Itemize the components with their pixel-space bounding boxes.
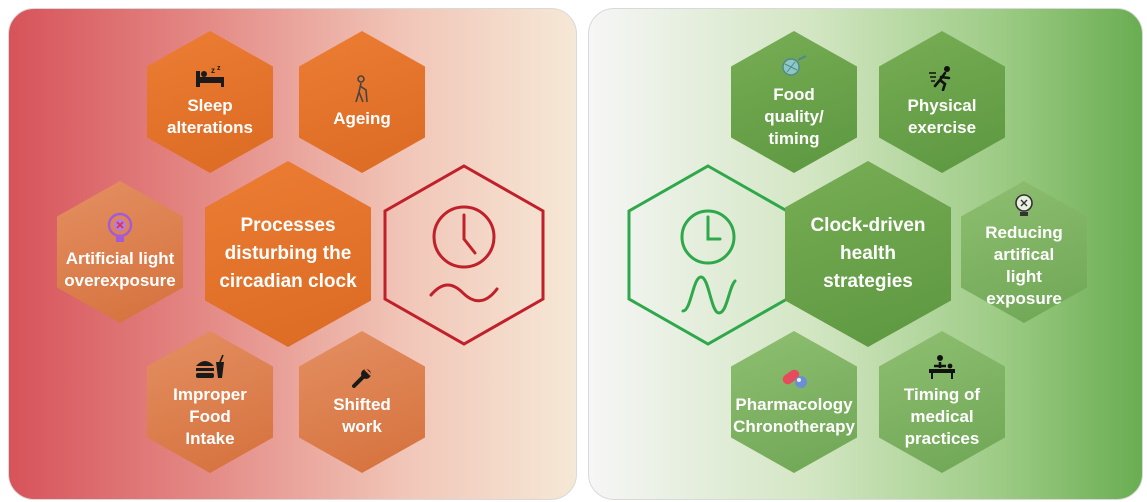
pharmacology-label: Pharmacology Chronotherapy <box>733 395 855 436</box>
shifted-work-label: Shifted work <box>333 395 391 436</box>
artificial-light-label: Artificial light overexposure <box>64 249 176 290</box>
fast-food-icon <box>196 354 224 378</box>
clock-rhythm-wave-icon <box>627 164 789 346</box>
wrench-icon <box>352 368 372 388</box>
hex-physical-exercise: Physical exercise <box>879 31 1005 173</box>
left-panel: z z Sleep alterations Ageing Artificial … <box>8 8 577 500</box>
reducing-light-label: Reducing artifical light exposure <box>985 223 1063 308</box>
hex-center-disturbing: Processes disturbing the circadian clock <box>205 161 371 347</box>
bed-icon: z z <box>196 65 224 87</box>
patient-bed-icon <box>929 355 955 379</box>
hex-food-quality: Food quality/ timing <box>731 31 857 173</box>
ageing-label: Ageing <box>333 109 391 128</box>
pills-icon <box>782 369 807 388</box>
clock-disrupted-wave-icon <box>383 164 545 346</box>
hex-artificial-light: Artificial light overexposure <box>57 181 183 323</box>
elderly-person-icon <box>355 75 368 103</box>
hex-pharmacology: Pharmacology Chronotherapy <box>731 331 857 473</box>
hex-ageing: Ageing <box>299 31 425 173</box>
hex-center-strategies: Clock-driven health strategies <box>785 161 951 347</box>
hex-sleep-alterations: z z Sleep alterations <box>147 31 273 173</box>
hex-medical-practices: Timing of medical practices <box>879 331 1005 473</box>
center-strategies-label: Clock-driven health strategies <box>810 215 926 292</box>
center-disturbing-label: Processes disturbing the circadian clock <box>219 215 357 292</box>
svg-text:z: z <box>211 66 215 75</box>
hex-shifted-work: Shifted work <box>299 331 425 473</box>
light-bulb-icon <box>1015 194 1033 216</box>
medical-practices-label: Timing of medical practices <box>903 385 981 448</box>
physical-exercise-label: Physical exercise <box>907 96 977 137</box>
sleep-alterations-label: Sleep alterations <box>167 96 253 137</box>
improper-food-label: Improper Food Intake <box>173 385 247 448</box>
right-panel: Food quality/ timing Physical exercise C… <box>588 8 1143 500</box>
hex-reducing-light: Reducing artifical light exposure <box>961 181 1087 323</box>
hex-improper-food: Improper Food Intake <box>147 331 273 473</box>
running-person-icon <box>929 66 951 91</box>
food-quality-label: Food quality/ timing <box>764 85 824 148</box>
light-bulb-crossed-icon <box>107 212 133 242</box>
vegetables-icon <box>782 55 807 76</box>
svg-text:z: z <box>217 65 221 72</box>
